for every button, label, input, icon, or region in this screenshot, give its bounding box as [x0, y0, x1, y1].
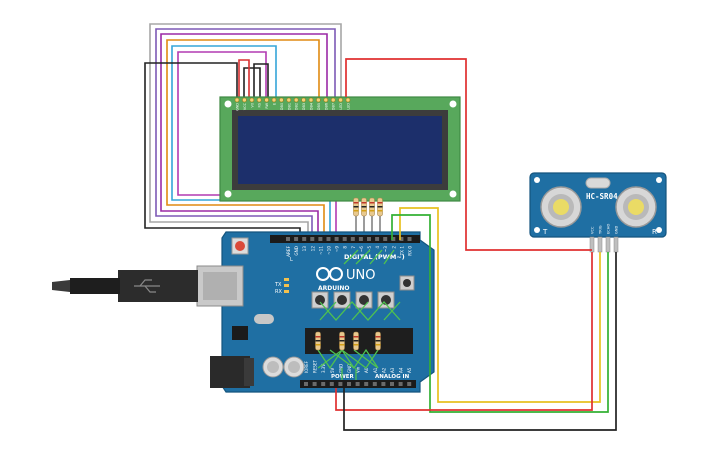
arduino-model: UNO [346, 268, 375, 283]
lcd-pin-label: DB2 [295, 103, 299, 110]
push-button[interactable] [355, 291, 373, 309]
digital-pin-label: ~9 [335, 246, 340, 253]
lcd-pin-label: GND [236, 103, 240, 111]
tx-label: TX [274, 282, 282, 288]
sensor-pin-label: TRIG [599, 225, 603, 235]
lcd-pin-label: LED [339, 103, 343, 110]
resistor [369, 197, 375, 217]
digital-pin-label: 12 [310, 246, 315, 252]
lcd-pin-label: DB1 [287, 103, 291, 110]
power-pin-label: 5V [330, 367, 335, 373]
usb-cable [52, 270, 198, 302]
digital-pin-label: ~3 [383, 246, 388, 253]
crystal-oscillator [585, 177, 611, 189]
lcd-pin-label: DB4 [310, 103, 314, 110]
digital-pin-label: GND [294, 246, 299, 256]
digital-pin-label: 4 [375, 246, 380, 249]
sensor-pin-label: ECHO [607, 224, 611, 234]
digital-pin-label: AREF [286, 245, 291, 256]
atmega-chip [305, 328, 413, 354]
digital-pin-label: 7 [351, 246, 356, 249]
power-jack [210, 356, 250, 388]
power-pin-label: A4 [399, 367, 404, 373]
push-button[interactable] [399, 275, 415, 291]
lcd-data-wires [144, 23, 342, 240]
push-button[interactable] [333, 291, 351, 309]
arduino-brand: ARDUINO [318, 285, 349, 292]
sensor-pin-label: VCC [591, 226, 595, 234]
resistor [375, 331, 381, 351]
receiver-transducer [615, 186, 657, 228]
power-pin-label: A5 [407, 367, 412, 373]
power-pin-label: 3.3V [321, 364, 326, 373]
arduino-logo-icon [316, 267, 343, 281]
resistor [353, 331, 359, 351]
digital-pin-label: 2 [391, 246, 396, 249]
power-pin-label: A0 [364, 367, 369, 373]
lcd-pin-label: DB3 [302, 103, 306, 110]
digital-pin-label: RX 0 [408, 246, 413, 256]
digital-label: DIGITAL (PWM~) [344, 253, 405, 261]
l-label: L [290, 257, 293, 263]
button-resistors [315, 331, 381, 351]
button-wiring [317, 249, 401, 380]
lcd-resistors [353, 197, 383, 217]
sensor-pin-label: GND [615, 226, 619, 234]
lcd-pin-label: LED [347, 103, 351, 110]
analog-label: ANALOG IN [375, 374, 410, 380]
sensor-transmit-mark: T [542, 228, 548, 236]
arduino-board[interactable]: ARDUINO UNO DIGITAL (PWM~) ANALOG IN POW… [196, 231, 435, 393]
resistor [377, 197, 383, 217]
lcd-pin-label: DB5 [317, 103, 321, 110]
resistor [315, 331, 321, 351]
lcd-pin-label: DB7 [332, 103, 336, 110]
power-pin-label: RESET [313, 360, 318, 373]
sensor-receive-mark: R [652, 228, 657, 236]
digital-pin-label: ~6 [359, 246, 364, 253]
digital-pin-label: ~10 [327, 246, 332, 255]
power-pin-label: A3 [390, 367, 395, 373]
digital-pin-label: 13 [302, 246, 307, 252]
power-pin-label: A2 [381, 367, 386, 373]
lcd-pin-label: RW [265, 102, 269, 108]
regulator [232, 326, 248, 340]
rx-label: RX [275, 289, 282, 295]
resistor [353, 197, 359, 217]
digital-pin-label: ~11 [318, 246, 323, 255]
crystal [254, 314, 274, 324]
power-pin-label: A1 [373, 367, 378, 373]
push-button[interactable] [311, 291, 329, 309]
power-pin-label: GND [338, 364, 343, 373]
lcd-pin-label: V0 [250, 103, 254, 107]
power-pin-label: Vin [356, 366, 361, 373]
digital-pin-label: TX 1 [399, 246, 404, 257]
lcd-pin-label: E [273, 103, 277, 105]
push-buttons[interactable] [311, 275, 415, 309]
usb-icon [134, 279, 160, 293]
lcd-pin-label: RS [258, 103, 262, 108]
power-pin-label: GND [347, 364, 352, 373]
ultrasonic-sensor[interactable]: HC-SR04 T R VCC TRIG ECHO GND [529, 172, 667, 253]
lcd-pin-label: VCC [243, 102, 247, 110]
lcd-pin-label: DB0 [280, 103, 284, 110]
lcd-screen [238, 116, 442, 184]
power-pin-label: IOREF [304, 360, 309, 373]
sensor-model: HC-SR04 [586, 192, 618, 201]
power-label: POWER [331, 374, 355, 380]
digital-pin-label: ~5 [367, 246, 372, 253]
transmitter-transducer [540, 186, 582, 228]
digital-pin-label: 8 [343, 246, 348, 249]
lcd-pin-label: DB6 [324, 103, 328, 110]
resistor [339, 331, 345, 351]
long-wires [335, 58, 617, 431]
resistor [361, 197, 367, 217]
